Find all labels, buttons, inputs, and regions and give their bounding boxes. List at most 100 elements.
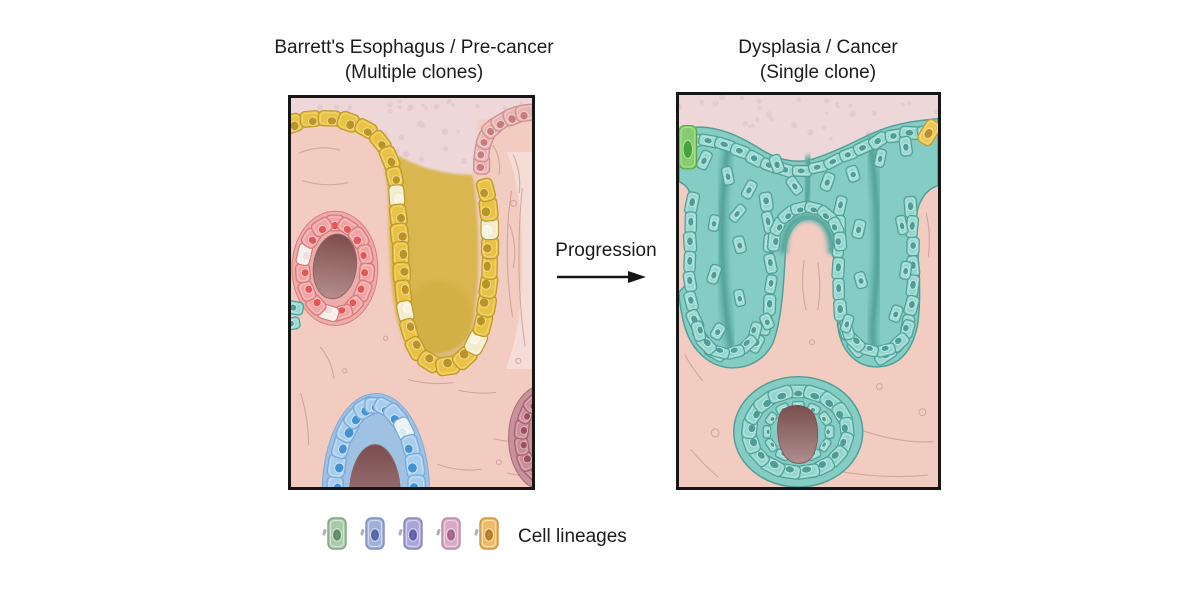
legend-cell-orange-lineage [479,517,499,550]
legend-label: Cell lineages [518,526,627,547]
right-panel-title-line2: (Single clone) [759,62,877,83]
epithelial-cell [819,171,836,192]
left-panel [288,95,535,490]
epithelial-cell [732,235,748,255]
stroma-squiggles [298,144,532,476]
epithelial-cell [833,231,848,252]
epithelial-cell [514,103,532,123]
progression-label: Progression [555,240,657,261]
epithelial-cell [917,118,938,147]
legend-separator-dot [436,529,441,536]
epithelial-cell [818,410,833,427]
epithelial-cell [733,288,747,308]
epithelial-cell [317,110,342,127]
yellow-clone-crypt [291,110,500,377]
epithelial-cell [728,203,747,223]
epithelial-cell [400,433,421,459]
epithelial-cell [898,135,914,157]
epithelial-cell [388,184,406,208]
epithelial-cell [785,175,804,196]
epithelial-cell [762,293,777,317]
epithelial-cell [760,210,776,235]
epithelial-cell [764,437,778,453]
orange-clone-cell [917,118,938,147]
epithelial-cell [758,191,774,213]
legend-cell-purple-lineage [403,517,423,550]
legend-separator-dot [398,529,403,536]
epithelial-cell [480,235,500,260]
progression-arrow-icon [557,271,646,283]
epithelial-cell [357,243,374,266]
pink-clone-cells [472,103,532,175]
epithelial-cell [740,179,758,200]
epithelial-cell [888,304,904,323]
epithelial-cell [684,211,698,235]
epithelial-cell [679,124,698,170]
legend-cell-pink-lineage [441,517,461,550]
pale-gland-area [505,152,532,369]
epithelial-cell [831,256,846,281]
epithelial-cell [791,164,813,178]
left-panel-illustration [291,98,532,487]
epithelial-cell [378,145,401,172]
epithelial-cell [358,262,376,284]
epithelial-cell [478,196,499,222]
epithelial-cell [291,316,301,331]
epithelial-cell [407,474,427,487]
epithelial-cell [794,463,821,480]
epithelial-cell [827,216,845,237]
epithelial-cell [297,280,317,302]
right-panel-title: Dysplasia / Cancer (Single clone) [508,35,1128,85]
epithelial-cell [768,153,785,175]
left-panel-title: Barrett's Esophagus / Pre-cancer (Multip… [104,35,724,85]
green-clone-cell [679,124,698,170]
epithelial-cell [310,216,333,238]
right-panel-title-line1: Dysplasia / Cancer [738,37,898,58]
epithelial-cell [720,165,735,186]
epithelial-cell [336,110,361,133]
epithelial-cell [683,250,697,274]
epithelial-cell [873,148,888,168]
epithelial-cell [899,260,913,281]
epithelial-cell [903,195,918,219]
epithelial-cell [832,277,846,301]
legend-separator-dot [360,529,365,536]
epithelial-cell [767,384,794,404]
blue-clone-gland [321,392,430,487]
epithelial-cell [764,411,778,426]
epithelial-cell [305,294,327,316]
left-panel-title-line1: Barrett's Esophagus / Pre-cancer [274,37,554,58]
epithelial-cell [764,274,778,295]
epithelial-cell [818,437,832,453]
epithelial-cell [392,261,411,285]
epithelial-cell [859,342,880,358]
epithelial-cell [295,242,314,267]
epithelial-cell [845,164,861,183]
epithelial-cell [682,270,698,293]
epithelial-cell [707,214,721,232]
epithelial-cell [851,218,867,240]
right-panel [676,92,941,490]
epithelial-cell [480,216,500,241]
epithelial-cell [706,263,723,285]
epithelial-cell [762,425,772,439]
epithelial-cell [682,231,698,254]
epithelial-cell [385,165,404,189]
epithelial-cell [291,299,305,316]
teal-clone-fragment [291,299,305,331]
epithelial-cell [522,392,532,415]
teal-clone-cells [681,123,938,366]
epithelial-cell [906,236,920,257]
epithelial-cell [709,322,727,341]
teal-clone-ring-gland [733,375,864,487]
epithelial-cell [895,214,909,236]
epithelial-cell [404,452,426,479]
epithelial-cell [729,142,751,160]
epithelial-cell [905,274,921,298]
epithelial-cell [839,313,855,334]
epithelial-cell [824,424,835,440]
epithelial-cell [347,226,370,250]
epithelial-cell [867,131,890,151]
epithelial-cell [417,350,442,374]
epithelial-cell [294,262,311,284]
